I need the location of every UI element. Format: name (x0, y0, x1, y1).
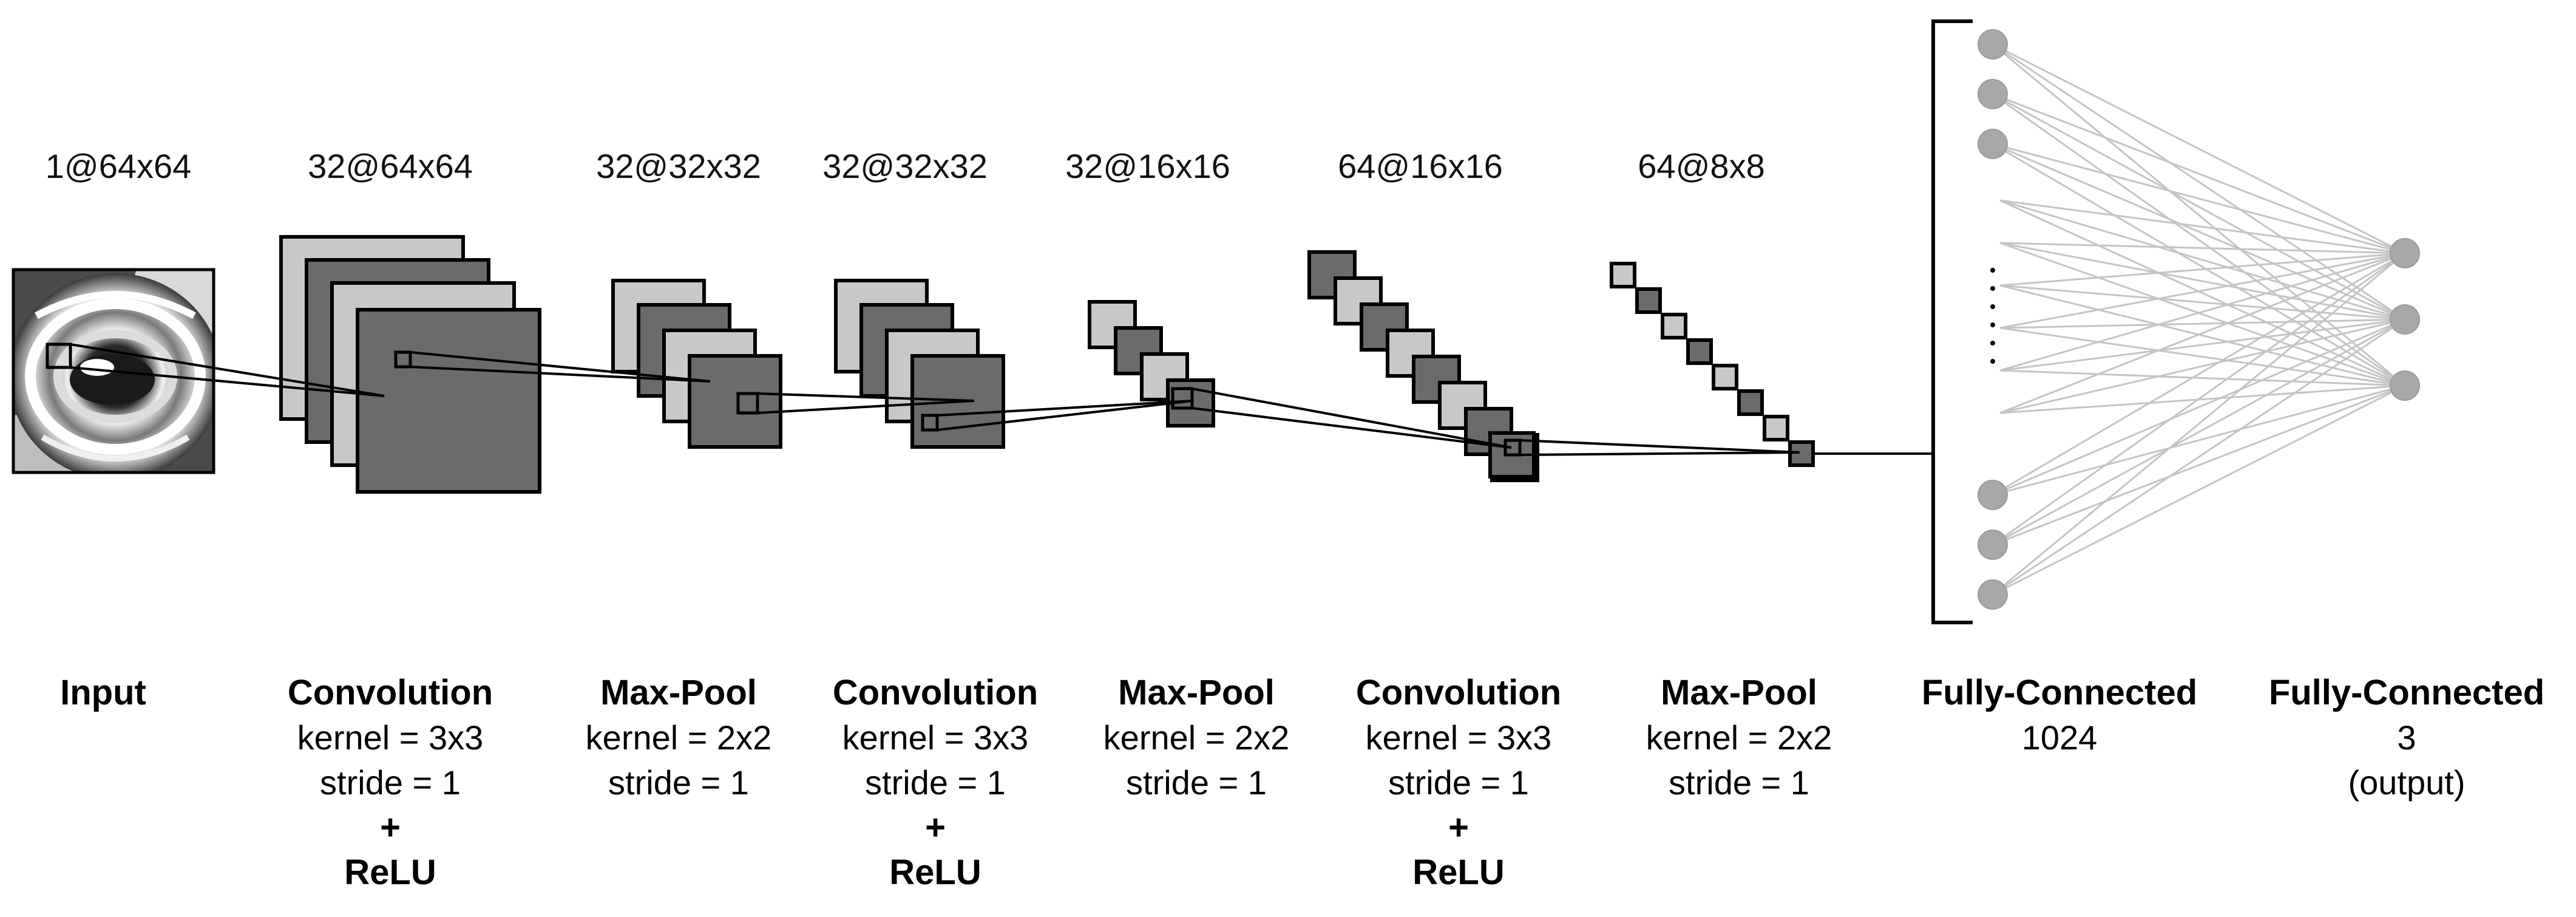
fc1024-neurons (1978, 29, 2008, 610)
fc-edge-hidden (1999, 199, 2405, 387)
fc-edge-hidden (1999, 318, 2405, 329)
fc-edge (1992, 43, 2405, 254)
fc-edge-hidden (1999, 242, 2405, 321)
layer-param: stride = 1 (1388, 763, 1529, 802)
conv3-feature-maps (1307, 250, 1539, 482)
dim-label-pool1: 32@32x32 (596, 147, 761, 185)
activation-plus: + (380, 808, 401, 847)
layer-param: kernel = 2x2 (1103, 718, 1290, 757)
fc-edge-hidden (1999, 318, 2405, 414)
fc-bracket (1931, 19, 1973, 624)
dim-label-conv3: 64@16x16 (1338, 147, 1503, 185)
layer-title: Convolution (288, 673, 493, 712)
layer-title: Convolution (1356, 673, 1561, 712)
fc-edge (1992, 318, 2405, 496)
activation-label: ReLU (1412, 853, 1504, 892)
output-neuron (2390, 238, 2420, 268)
layer-param: stride = 1 (608, 763, 749, 802)
fc-layer-connections (1992, 43, 2405, 596)
fc-edge (1992, 143, 2405, 321)
dim-label-conv1: 32@64x64 (308, 147, 473, 185)
dim-label-pool3: 64@8x8 (1638, 147, 1764, 185)
layer-param: 1024 (2022, 718, 2098, 757)
input-image (12, 268, 215, 474)
activation-plus: + (1448, 808, 1469, 847)
layer-title: Input (60, 673, 146, 712)
layer-title: Max-Pool (600, 673, 757, 712)
layer-param: 3 (2397, 718, 2416, 757)
fc-edge-hidden (1999, 384, 2405, 414)
dim-label-input: 1@64x64 (46, 147, 192, 185)
fc1024-ellipsis (1990, 268, 1995, 364)
output-neurons (2390, 238, 2420, 401)
dim-label-pool2: 32@16x16 (1065, 147, 1230, 185)
fc1024-neuron (1978, 579, 2008, 610)
pool3-feature-maps (1610, 262, 1815, 467)
fc-edge (1992, 384, 2405, 596)
activation-label: ReLU (344, 853, 436, 892)
pool2-feature-maps (1088, 300, 1215, 428)
fc-edge-hidden (1999, 252, 2405, 329)
fc-edge-hidden (1999, 327, 2405, 387)
layer-title: Convolution (833, 673, 1038, 712)
fc-edge-hidden (1999, 284, 2405, 321)
fc-edge-hidden (1999, 284, 2405, 387)
fc-edge (1992, 93, 2405, 254)
fc-edge (1992, 318, 2405, 546)
pool1-feature-maps (611, 279, 782, 449)
fc-edge (1992, 143, 2405, 387)
fc-edge (1992, 384, 2405, 496)
input-kernel-window (46, 343, 72, 369)
activation-plus: + (925, 808, 946, 847)
layer-title: Fully-Connected (1922, 673, 2197, 712)
dimension-labels: 1@64x64 32@64x64 32@32x32 32@32x32 32@16… (46, 147, 1765, 185)
fc-edge-hidden (1999, 252, 2405, 372)
layer-param: kernel = 3x3 (842, 718, 1029, 757)
fc-edge-hidden (1999, 242, 2405, 387)
layer-captions: Input Convolution kernel = 3x3 stride = 1 + R… (60, 673, 2544, 892)
fc-edge (1992, 143, 2405, 254)
fc-edge-hidden (1999, 369, 2405, 387)
layer-param: stride = 1 (1126, 763, 1267, 802)
fc-edge-hidden (1999, 252, 2405, 287)
layer-title: Fully-Connected (2269, 673, 2544, 712)
fc1024-neuron (1978, 29, 2008, 60)
fc-edge (1992, 93, 2405, 321)
fc-edge (1992, 252, 2405, 496)
layer-param: kernel = 2x2 (586, 718, 772, 757)
output-neuron (2390, 370, 2420, 401)
fc-edge-hidden (1999, 242, 2405, 254)
fc-edge-hidden (1999, 252, 2405, 414)
fc-edge-hidden (1999, 199, 2405, 321)
layer-param: stride = 1 (320, 763, 461, 802)
receptive-field-lines (70, 343, 1933, 456)
layer-param: kernel = 3x3 (297, 718, 484, 757)
layer-param: kernel = 2x2 (1646, 718, 1832, 757)
activation-label: ReLU (889, 853, 981, 892)
conv1-feature-maps (279, 235, 541, 494)
fc-edge-hidden (1999, 199, 2405, 254)
layer-title: Max-Pool (1661, 673, 1817, 712)
layer-param: stride = 1 (865, 763, 1006, 802)
layer-param: kernel = 3x3 (1366, 718, 1552, 757)
layer-param: (output) (2348, 763, 2466, 802)
fc1024-neuron (1978, 129, 2008, 159)
dim-label-conv2: 32@32x32 (822, 147, 988, 185)
fc-edge (1992, 318, 2405, 596)
fc1024-neuron (1978, 530, 2008, 560)
fc-edge (1992, 93, 2405, 387)
layer-title: Max-Pool (1118, 673, 1275, 712)
output-neuron (2390, 304, 2420, 335)
fc-edge (1992, 252, 2405, 596)
conv2-feature-maps (834, 279, 1005, 449)
layer-param: stride = 1 (1669, 763, 1809, 802)
fc1024-neuron (1978, 480, 2008, 510)
fc1024-neuron (1978, 79, 2008, 109)
fc-edge (1992, 384, 2405, 546)
fc-edge-hidden (1999, 318, 2405, 372)
